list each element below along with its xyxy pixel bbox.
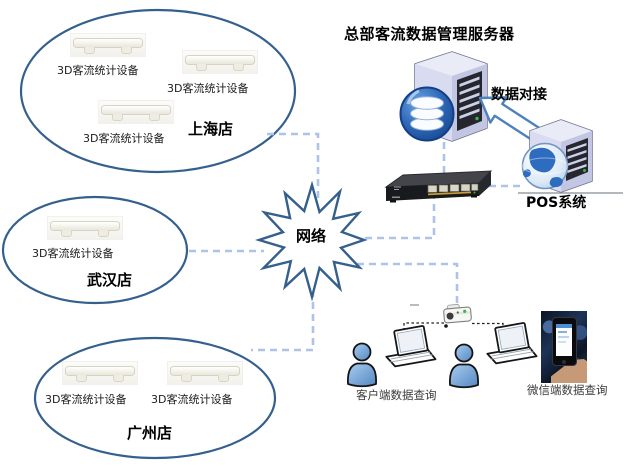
data-link-label: 数据对接 bbox=[491, 87, 547, 103]
link-guangzhou-network bbox=[251, 290, 315, 352]
network-burst-shape bbox=[254, 180, 368, 302]
device-label: 3D客流统计设备 bbox=[45, 393, 127, 406]
phone-screen bbox=[556, 324, 572, 356]
database-icon bbox=[399, 86, 455, 142]
phone-body bbox=[552, 317, 577, 366]
link-shanghai-network bbox=[267, 132, 320, 200]
device-label: 3D客流统计设备 bbox=[167, 82, 249, 95]
network-switch-icon bbox=[384, 170, 493, 203]
smartphone-photo bbox=[541, 311, 587, 383]
store-ellipse-guangzhou bbox=[33, 336, 277, 460]
people-counter-device-icon bbox=[70, 33, 146, 57]
link-network-ap bbox=[357, 262, 459, 307]
user-icon bbox=[449, 343, 479, 389]
people-counter-device-icon bbox=[182, 50, 258, 74]
pos-system-label: POS系统 bbox=[526, 195, 587, 211]
wechat-query-label: 微信端数据查询 bbox=[527, 383, 608, 397]
store-name-wuhan: 武汉店 bbox=[87, 271, 133, 289]
wireless-ap-icon bbox=[443, 304, 472, 324]
store-name-guangzhou: 广州店 bbox=[127, 424, 173, 442]
store-name-shanghai: 上海店 bbox=[188, 120, 234, 138]
laptop-icon bbox=[486, 322, 538, 365]
hq-server-title: 总部客流数据管理服务器 bbox=[344, 25, 515, 43]
people-counter-device-icon bbox=[98, 100, 174, 124]
globe-icon bbox=[521, 142, 569, 190]
people-counter-device-icon bbox=[47, 216, 123, 240]
device-label: 3D客流统计设备 bbox=[32, 247, 114, 260]
artifact-dash bbox=[410, 304, 419, 306]
device-label: 3D客流统计设备 bbox=[83, 132, 165, 145]
store-ellipse-wuhan bbox=[1, 195, 189, 305]
people-counter-device-icon bbox=[62, 361, 138, 385]
link-network-switch bbox=[365, 198, 436, 240]
client-query-label: 客户端数据查询 bbox=[356, 388, 437, 402]
network-label: 网络 bbox=[296, 227, 327, 245]
device-label: 3D客流统计设备 bbox=[151, 393, 233, 406]
laptop-icon bbox=[385, 325, 437, 368]
user-icon bbox=[347, 342, 377, 388]
device-label: 3D客流统计设备 bbox=[57, 64, 139, 77]
store-ellipse-shanghai bbox=[19, 8, 297, 174]
people-counter-device-icon bbox=[167, 361, 243, 385]
link-endpoint-dot bbox=[444, 324, 448, 328]
